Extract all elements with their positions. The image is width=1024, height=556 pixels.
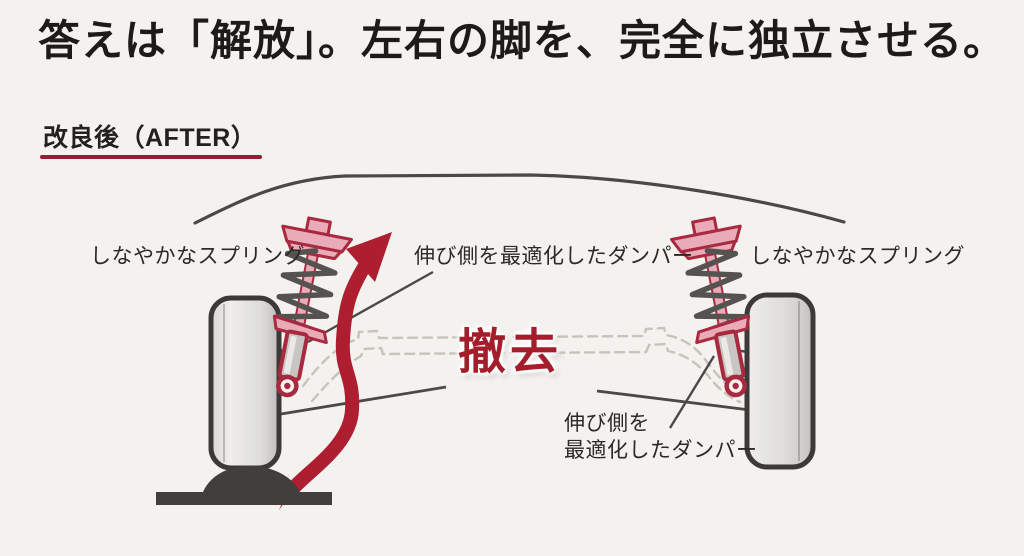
right-damper [714, 329, 746, 382]
left-spring-label: しなやかなスプリング [90, 245, 305, 268]
left-wheel [208, 295, 282, 471]
left-strut [272, 216, 353, 398]
rebound-arrow-shaft [279, 257, 373, 503]
left-spring-coil [274, 248, 338, 333]
right-damper-label-line1: 伸び側を [564, 412, 650, 435]
left-damper [277, 329, 309, 382]
optimized-damper-label: 伸び側を最適化したダンパー [414, 245, 694, 268]
rebound-arrow [279, 232, 392, 510]
right-wheel [744, 292, 816, 470]
right-damper-leader-line [668, 355, 716, 429]
body-underside-line [193, 173, 846, 225]
right-spring-coil [685, 248, 749, 333]
page-title: 答えは「解放」。左右の脚を、完全に独立させる。 [38, 19, 1007, 65]
right-damper-label-line2: 最適化したダンパー [564, 439, 758, 463]
removed-stabilizer-outline [301, 326, 742, 404]
after-underline [40, 155, 262, 159]
right-strut [670, 216, 751, 398]
left-lower-arm-line [280, 385, 447, 416]
right-spring-label: しなやかなスプリング [750, 245, 965, 268]
after-label: 改良後（AFTER） [43, 124, 257, 152]
rebound-arrow-head [346, 232, 392, 282]
removal-callout: 撤去 [458, 326, 563, 379]
left-spring-seat [272, 314, 328, 345]
right-lower-arm-line [596, 389, 751, 412]
left-damper-leader-line [307, 270, 434, 344]
road-bump [156, 466, 332, 505]
right-spring-seat [695, 314, 751, 345]
right-damper-label: 伸び側を 最適化したダンパー [564, 410, 784, 465]
